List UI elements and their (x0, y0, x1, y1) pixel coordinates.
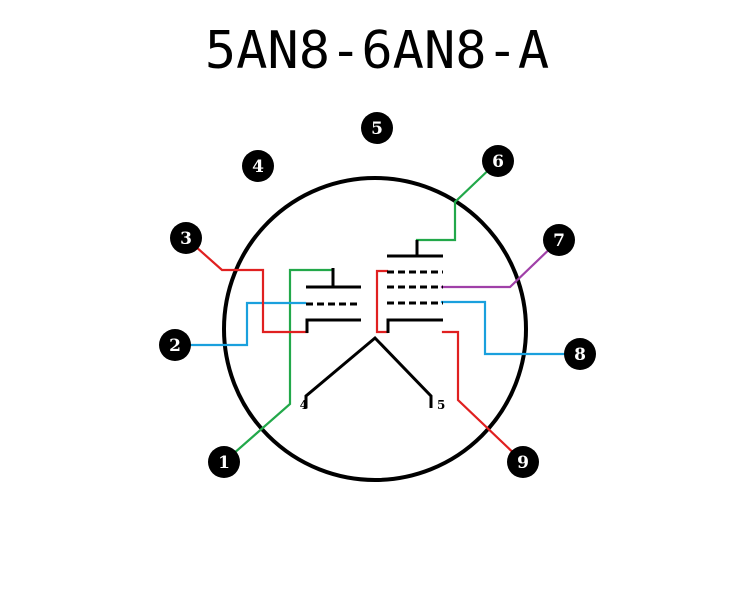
heater-filament (304, 335, 433, 408)
pin-label: 4 (252, 157, 264, 177)
pin-marker (208, 446, 240, 478)
pin-label: 6 (492, 152, 504, 172)
pin-marker (159, 329, 191, 361)
pin-marker (361, 112, 393, 144)
pin-3: 3 (170, 222, 202, 254)
triode-cathode (305, 318, 361, 333)
heater-label-left: 4 (300, 398, 308, 412)
pin-marker (543, 224, 575, 256)
pin-7: 7 (543, 224, 575, 256)
pin-2: 2 (159, 329, 191, 361)
pentode-section (386, 240, 443, 333)
pin-label: 8 (574, 345, 586, 365)
wire-pin-2 (173, 301, 307, 347)
pin-6: 6 (482, 145, 514, 177)
pin-9: 9 (507, 446, 539, 478)
wire-cathode-right (375, 269, 389, 334)
pin-label: 7 (553, 231, 565, 251)
pin-label: 5 (371, 119, 383, 139)
wire-pin-1 (222, 268, 335, 464)
triode-section (305, 268, 361, 333)
pin-4: 4 (242, 150, 274, 182)
pin-label: 9 (517, 453, 529, 473)
heater-label-right: 5 (437, 398, 445, 412)
pin-label: 2 (169, 336, 181, 356)
pin-marker (170, 222, 202, 254)
pin-marker (242, 150, 274, 182)
wire-pin-9 (441, 330, 525, 464)
pentode-cathode (386, 318, 443, 333)
wire-pin-7 (440, 238, 561, 289)
pin-marker (507, 446, 539, 478)
pin-5: 5 (361, 112, 393, 144)
tube-envelope (222, 176, 528, 482)
diagram-title: 5AN8-6AN8-A (205, 21, 549, 81)
wire-pin-8 (440, 300, 582, 356)
pin-label: 1 (218, 453, 230, 473)
wire-pin-6 (415, 159, 500, 242)
pin-marker (482, 145, 514, 177)
wire-pin-3 (184, 236, 309, 334)
pin-label: 3 (180, 229, 192, 249)
pin-marker (564, 338, 596, 370)
pin-8: 8 (564, 338, 596, 370)
pin-1: 1 (208, 446, 240, 478)
